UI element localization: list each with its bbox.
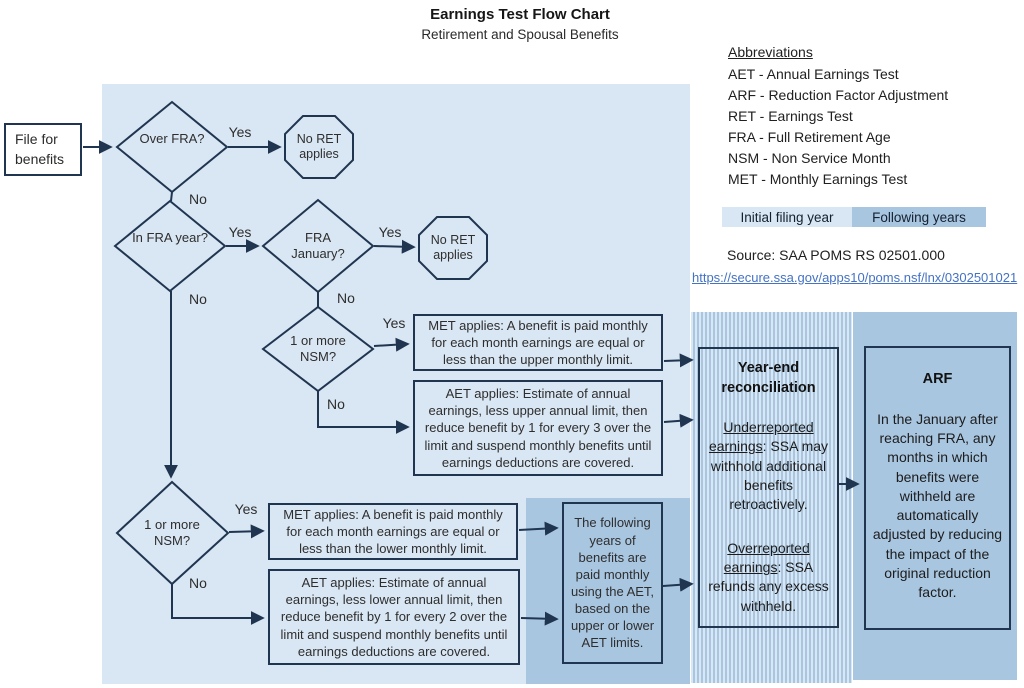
edge-label-no-nsmlower: No [189,575,207,591]
legend-initial-filing-year: Initial filing year [722,207,852,227]
edge-aetlower-to-following [520,611,559,626]
in-fra-year-label: In FRA year? [132,230,208,245]
arf-heading: ARF [922,371,953,387]
nsm-upper-diamond [261,305,375,393]
edge-nsmupper-yes [373,337,410,352]
in-fra-year-diamond [113,199,227,293]
abbreviation-item: MET - Monthly Earnings Test [728,171,908,187]
overreported-text: : SSA refunds any excess withheld. [708,559,829,614]
edge-label-yes-frajan: Yes [378,224,402,240]
no-ret-top-octagon [284,115,354,179]
underreported-label: Underreported earnings [708,419,814,455]
no-ret-mid-label: No RET applies [430,233,476,263]
nsm-lower-label: 1 or more NSM? [144,517,200,548]
edge-metupper-to-yearend [663,353,694,368]
overreported-label: Overreported earnings [723,539,810,575]
edge-overfra-no [170,191,173,202]
edge-label-yes-infra: Yes [228,224,252,240]
edge-label-yes-overfra: Yes [228,124,252,140]
year-end-reconciliation-box: Year-end reconciliation Underreported ea… [698,347,839,628]
edge-label-no-infra: No [189,291,207,307]
edge-aetupper-to-yearend [663,413,694,428]
met-upper-box: MET applies: A benefit is paid monthly f… [413,314,663,371]
source-link[interactable]: https://secure.ssa.gov/apps10/poms.nsf/l… [692,270,1018,285]
edge-label-no-overfra: No [189,191,207,207]
met-lower-box: MET applies: A benefit is paid monthly f… [268,503,518,560]
edge-label-no-frajan: No [337,290,355,306]
nsm-lower-diamond [115,480,230,586]
edge-label-yes-nsmupper: Yes [382,315,406,331]
no-ret-mid-octagon [418,216,488,280]
abbreviation-item: NSM - Non Service Month [728,150,891,166]
both-years-striped-region [691,312,852,683]
abbreviations-heading: Abbreviations [728,44,813,60]
fra-january-diamond [261,198,375,294]
abbreviation-item: FRA - Full Retirement Age [728,129,891,145]
file-for-benefits-box: File for benefits [4,123,82,176]
overreported-paragraph: Overreported earnings: SSA refunds any e… [705,539,832,616]
abbreviation-item: RET - Earnings Test [728,108,853,124]
page-subtitle: Retirement and Spousal Benefits [421,27,619,42]
page-title: Earnings Test Flow Chart [430,6,610,23]
arf-body: In the January after reaching FRA, any m… [872,410,1003,601]
edge-frajan-yes [373,239,416,254]
arf-box: ARF In the January after reaching FRA, a… [864,346,1011,630]
edge-nsmlower-no [171,584,265,625]
fra-january-label: FRA January? [291,230,345,261]
legend-following-years: Following years [852,207,986,227]
abbreviation-item: AET - Annual Earnings Test [728,66,899,82]
over-fra-diamond [115,100,229,194]
over-fra-label: Over FRA? [139,131,205,146]
edge-metlower-to-following [518,521,559,536]
edge-following-to-yearend [662,577,694,592]
title-block: Earnings Test Flow Chart Retirement and … [300,6,740,42]
underreported-text: : SSA may withhold additional benefits r… [710,438,829,513]
underreported-paragraph: Underreported earnings: SSA may withhold… [705,418,832,515]
edge-label-yes-nsmlower: Yes [234,501,258,517]
source-text: Source: SAA POMS RS 02501.000 [727,247,945,263]
edge-nsmlower-yes [228,524,265,539]
abbreviations-panel: Abbreviations AET - Annual Earnings Test… [728,42,1018,190]
edge-nsmupper-no [317,391,410,434]
year-end-heading: Year-end reconciliation [721,360,816,396]
following-years-box: The following years of benefits are paid… [562,502,663,664]
nsm-upper-label: 1 or more NSM? [290,333,346,364]
aet-lower-box: AET applies: Estimate of annual earnings… [268,569,520,665]
edge-label-no-nsmupper: No [327,396,345,412]
no-ret-top-label: No RET applies [296,132,342,162]
abbreviation-item: ARF - Reduction Factor Adjustment [728,87,949,103]
aet-upper-box: AET applies: Estimate of annual earnings… [413,380,663,476]
